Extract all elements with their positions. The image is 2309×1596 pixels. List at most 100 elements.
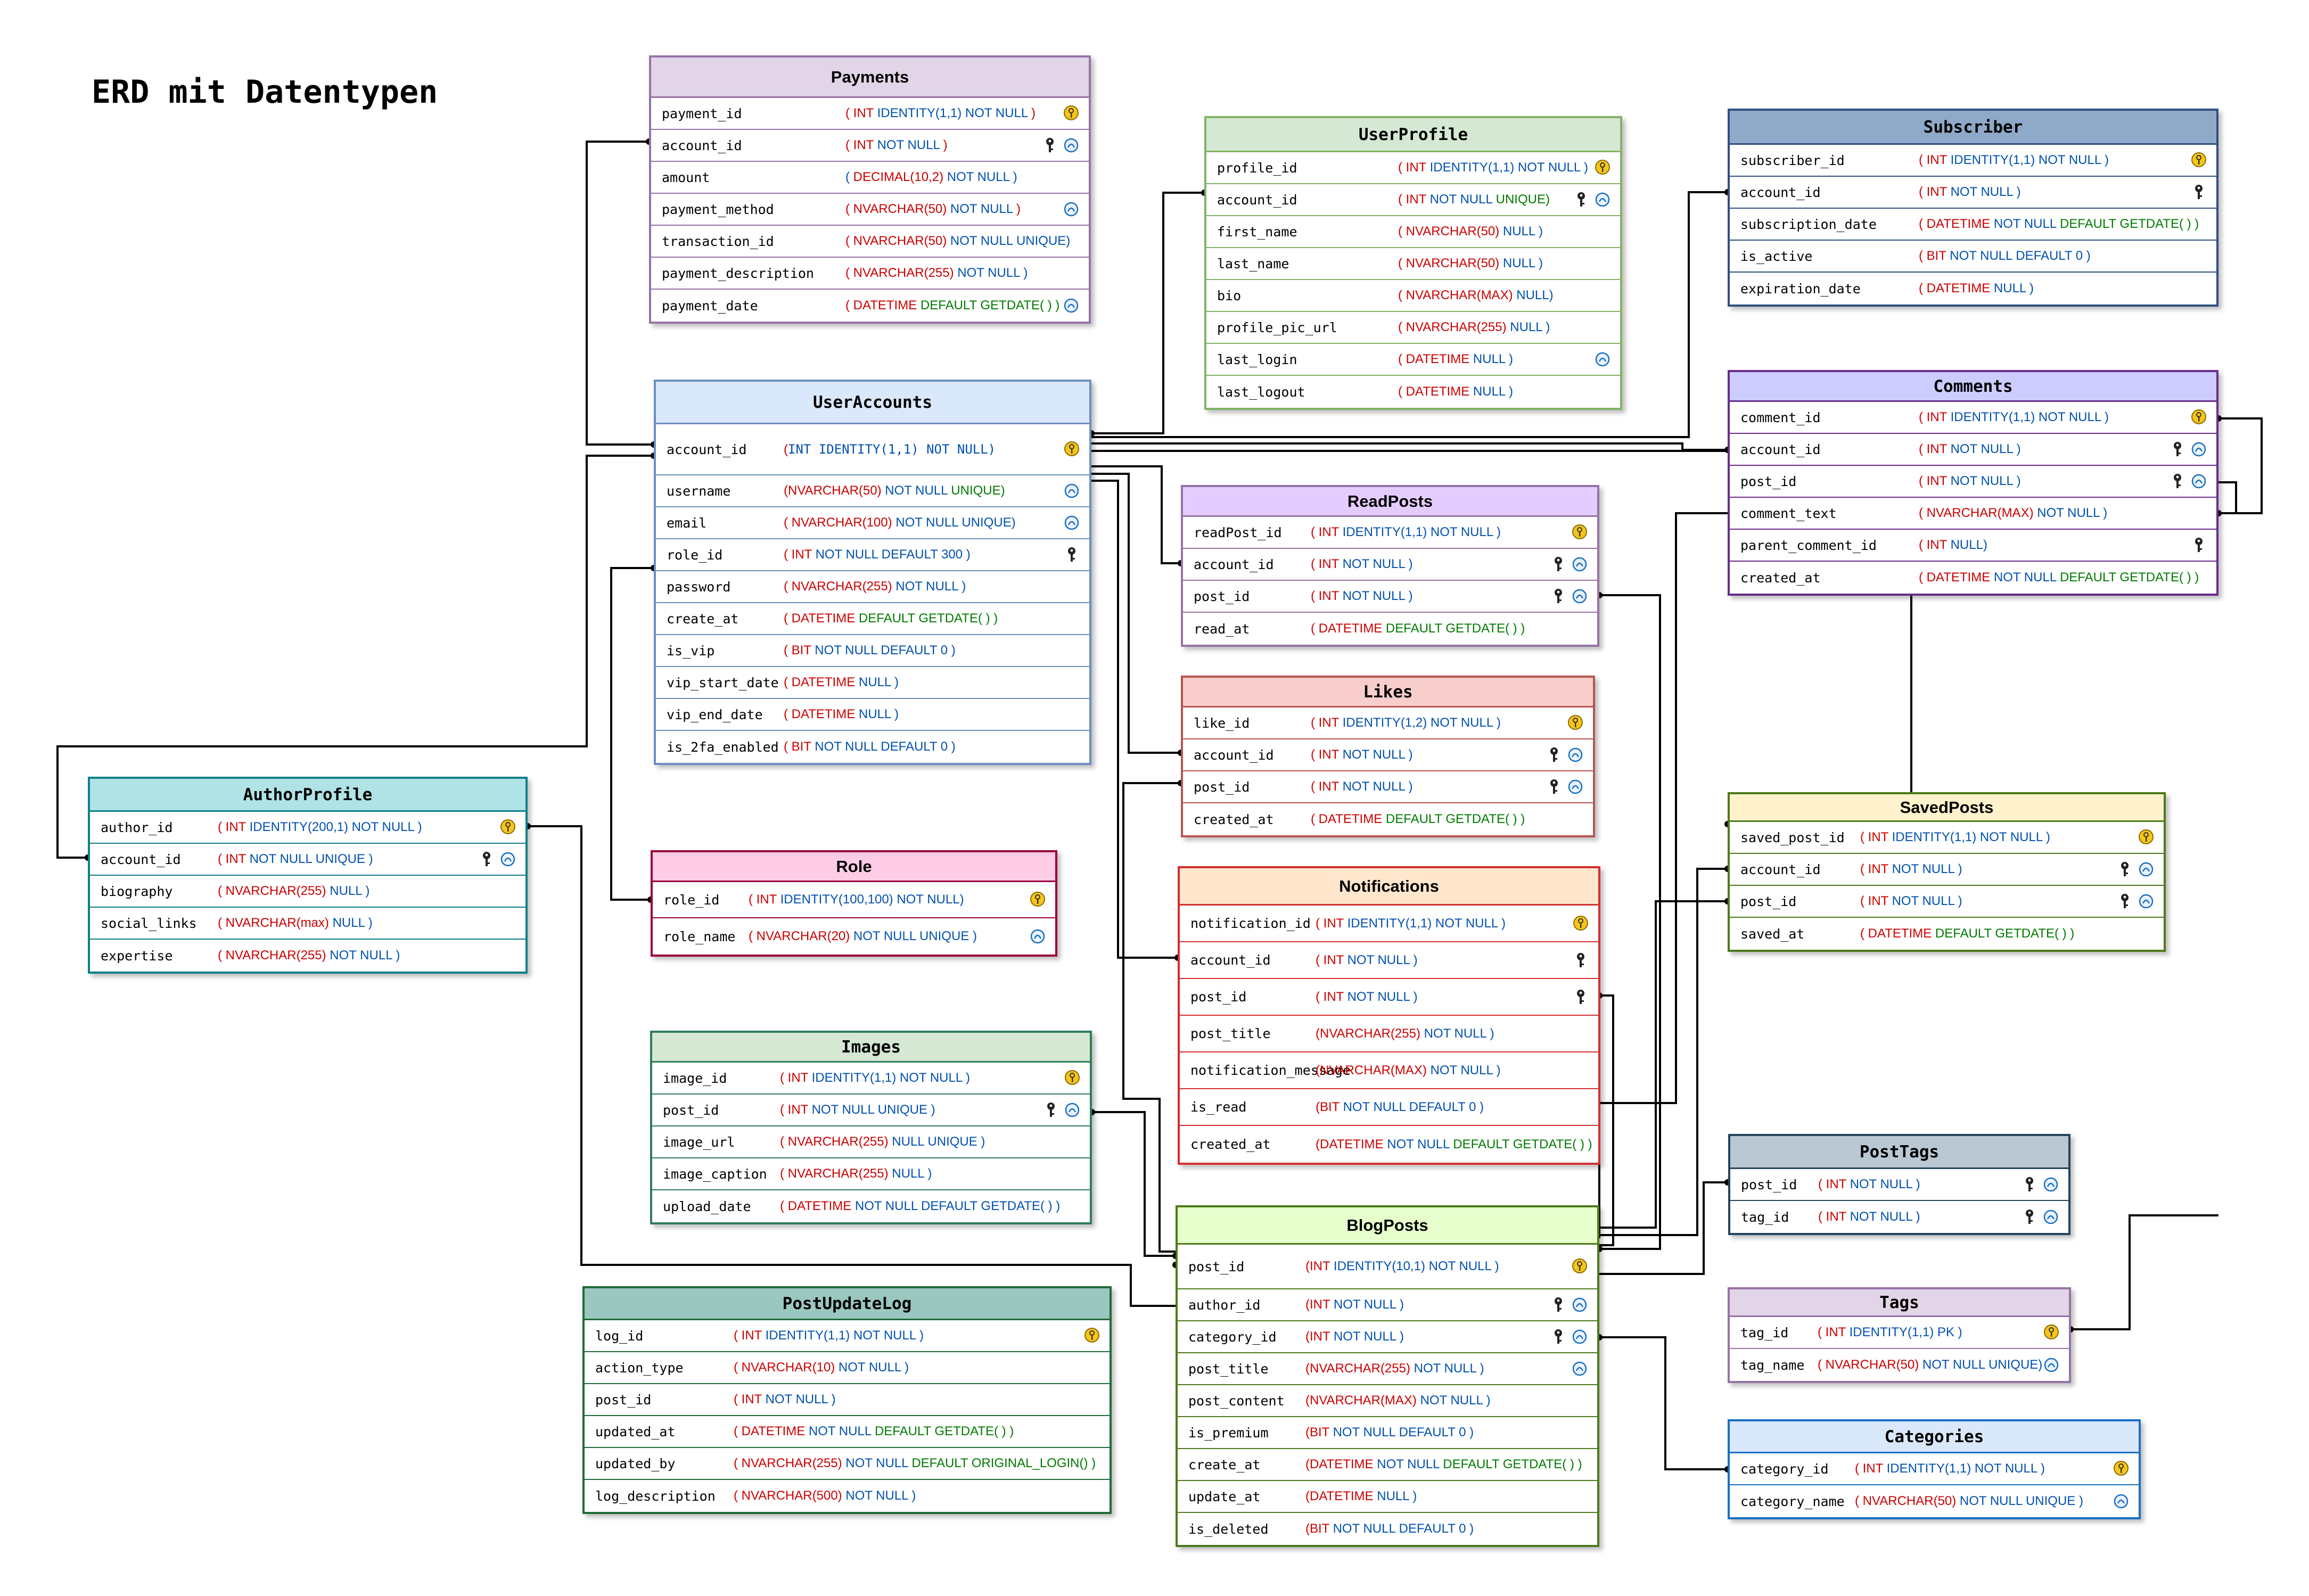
table-row[interactable]: category_id(INT NOT NULL ) bbox=[1178, 1321, 1597, 1353]
table-row[interactable]: account_id( INT NOT NULL ) bbox=[651, 130, 1089, 162]
table-row[interactable]: account_id( INT NOT NULL ) bbox=[1730, 854, 2164, 886]
table-row[interactable]: image_caption( NVARCHAR(255) NULL ) bbox=[652, 1158, 1090, 1190]
table-row[interactable]: post_id( INT NOT NULL ) bbox=[1180, 979, 1598, 1016]
table-row[interactable]: post_id(INT IDENTITY(10,1) NOT NULL ) bbox=[1178, 1245, 1597, 1289]
table-row[interactable]: created_at( DATETIME DEFAULT GETDATE( ) … bbox=[1183, 803, 1593, 835]
table-row[interactable]: post_id( INT NOT NULL ) bbox=[1730, 886, 2164, 918]
table-row[interactable]: log_id( INT IDENTITY(1,1) NOT NULL ) bbox=[585, 1320, 1110, 1352]
table-row[interactable]: account_id(INT IDENTITY(1,1) NOT NULL) bbox=[656, 424, 1089, 475]
table-row[interactable]: first_name( NVARCHAR(50) NULL ) bbox=[1206, 216, 1620, 248]
table-row[interactable]: last_logout( DATETIME NULL ) bbox=[1206, 376, 1620, 408]
table-row[interactable]: username(NVARCHAR(50) NOT NULL UNIQUE) bbox=[656, 475, 1089, 507]
table-row[interactable]: post_title(NVARCHAR(255) NOT NULL ) bbox=[1178, 1353, 1597, 1385]
table-row[interactable]: is_2fa_enabled( BIT NOT NULL DEFAULT 0 ) bbox=[656, 731, 1089, 763]
table-row[interactable]: payment_date( DATETIME DEFAULT GETDATE( … bbox=[651, 290, 1089, 322]
table-row[interactable]: category_name( NVARCHAR(50) NOT NULL UNI… bbox=[1730, 1485, 2139, 1517]
table-row[interactable]: account_id( INT NOT NULL UNIQUE) bbox=[1206, 184, 1620, 216]
table-row[interactable]: log_description( NVARCHAR(500) NOT NULL … bbox=[585, 1480, 1110, 1512]
table-row[interactable]: update_at(DATETIME NULL ) bbox=[1178, 1481, 1597, 1513]
table-header[interactable]: Subscriber bbox=[1730, 111, 2216, 145]
table-row[interactable]: like_id( INT IDENTITY(1,2) NOT NULL ) bbox=[1183, 707, 1593, 739]
table-row[interactable]: last_login( DATETIME NULL ) bbox=[1206, 344, 1620, 376]
table-row[interactable]: is_vip( BIT NOT NULL DEFAULT 0 ) bbox=[656, 635, 1089, 667]
table-row[interactable]: password( NVARCHAR(255) NOT NULL ) bbox=[656, 571, 1089, 603]
table-row[interactable]: transaction_id( NVARCHAR(50) NOT NULL UN… bbox=[651, 226, 1089, 258]
table-row[interactable]: post_id( INT NOT NULL ) bbox=[585, 1384, 1110, 1416]
table-row[interactable]: post_title(NVARCHAR(255) NOT NULL ) bbox=[1180, 1016, 1598, 1052]
table-row[interactable]: create_at( DATETIME DEFAULT GETDATE( ) ) bbox=[656, 603, 1089, 635]
table-row[interactable]: payment_id( INT IDENTITY(1,1) NOT NULL ) bbox=[651, 98, 1089, 130]
table-row[interactable]: last_name( NVARCHAR(50) NULL ) bbox=[1206, 248, 1620, 280]
table-row[interactable]: expertise( NVARCHAR(255) NOT NULL ) bbox=[90, 940, 525, 972]
table-header[interactable]: Likes bbox=[1183, 678, 1593, 707]
table-row[interactable]: created_at(DATETIME NOT NULL DEFAULT GET… bbox=[1180, 1126, 1598, 1163]
table-row[interactable]: saved_at( DATETIME DEFAULT GETDATE( ) ) bbox=[1730, 918, 2164, 950]
table-header[interactable]: PostTags bbox=[1730, 1136, 2068, 1169]
table-row[interactable]: category_id( INT IDENTITY(1,1) NOT NULL … bbox=[1730, 1453, 2139, 1485]
table-row[interactable]: post_id( INT NOT NULL ) bbox=[1183, 771, 1593, 803]
table-row[interactable]: comment_text( NVARCHAR(MAX) NOT NULL ) bbox=[1730, 498, 2216, 530]
table-header[interactable]: Images bbox=[652, 1033, 1090, 1063]
table-row[interactable]: tag_id( INT NOT NULL ) bbox=[1730, 1201, 2068, 1233]
table-row[interactable]: notification_message(NVARCHAR(MAX) NOT N… bbox=[1180, 1052, 1598, 1089]
table-row[interactable]: post_id( INT NOT NULL UNIQUE ) bbox=[652, 1095, 1090, 1126]
table-header[interactable]: UserProfile bbox=[1206, 118, 1620, 152]
table-row[interactable]: is_active( BIT NOT NULL DEFAULT 0 ) bbox=[1730, 241, 2216, 273]
table-row[interactable]: is_deleted(BIT NOT NULL DEFAULT 0 ) bbox=[1178, 1513, 1597, 1545]
table-row[interactable]: comment_id( INT IDENTITY(1,1) NOT NULL ) bbox=[1730, 402, 2216, 434]
table-row[interactable]: role_id( INT IDENTITY(100,100) NOT NULL) bbox=[653, 882, 1055, 918]
table-header[interactable]: Role bbox=[653, 852, 1055, 882]
table-row[interactable]: action_type( NVARCHAR(10) NOT NULL ) bbox=[585, 1352, 1110, 1384]
table-row[interactable]: image_id( INT IDENTITY(1,1) NOT NULL ) bbox=[652, 1063, 1090, 1095]
table-row[interactable]: account_id( INT NOT NULL ) bbox=[1730, 177, 2216, 209]
table-row[interactable]: vip_start_date( DATETIME NULL ) bbox=[656, 667, 1089, 699]
table-header[interactable]: Payments bbox=[651, 57, 1089, 98]
table-header[interactable]: AuthorProfile bbox=[90, 779, 525, 812]
table-header[interactable]: Comments bbox=[1730, 372, 2216, 402]
table-row[interactable]: amount( DECIMAL(10,2) NOT NULL ) bbox=[651, 162, 1089, 194]
table-row[interactable]: profile_pic_url( NVARCHAR(255) NULL ) bbox=[1206, 312, 1620, 344]
table-row[interactable]: read_at( DATETIME DEFAULT GETDATE( ) ) bbox=[1183, 613, 1597, 645]
table-row[interactable]: bio( NVARCHAR(MAX) NULL) bbox=[1206, 280, 1620, 312]
table-row[interactable]: create_at(DATETIME NOT NULL DEFAULT GETD… bbox=[1178, 1449, 1597, 1481]
table-row[interactable]: account_id( INT NOT NULL UNIQUE ) bbox=[90, 844, 525, 876]
table-row[interactable]: is_read(BIT NOT NULL DEFAULT 0 ) bbox=[1180, 1089, 1598, 1126]
table-row[interactable]: account_id( INT NOT NULL ) bbox=[1183, 739, 1593, 771]
table-row[interactable]: biography( NVARCHAR(255) NULL ) bbox=[90, 876, 525, 908]
table-row[interactable]: expiration_date( DATETIME NULL ) bbox=[1730, 273, 2216, 305]
table-row[interactable]: saved_post_id( INT IDENTITY(1,1) NOT NUL… bbox=[1730, 822, 2164, 854]
table-row[interactable]: post_id( INT NOT NULL ) bbox=[1730, 466, 2216, 498]
table-row[interactable]: tag_id( INT IDENTITY(1,1) PK ) bbox=[1730, 1317, 2069, 1349]
table-row[interactable]: created_at( DATETIME NOT NULL DEFAULT GE… bbox=[1730, 562, 2216, 594]
table-row[interactable]: account_id( INT NOT NULL ) bbox=[1183, 549, 1597, 581]
table-header[interactable]: PostUpdateLog bbox=[585, 1288, 1110, 1320]
table-row[interactable]: post_content(NVARCHAR(MAX) NOT NULL ) bbox=[1178, 1385, 1597, 1417]
table-row[interactable]: subscription_date( DATETIME NOT NULL DEF… bbox=[1730, 209, 2216, 241]
table-row[interactable]: parent_comment_id( INT NULL) bbox=[1730, 530, 2216, 562]
table-row[interactable]: readPost_id( INT IDENTITY(1,1) NOT NULL … bbox=[1183, 517, 1597, 549]
table-header[interactable]: Categories bbox=[1730, 1421, 2139, 1453]
table-row[interactable]: social_links( NVARCHAR(max) NULL ) bbox=[90, 908, 525, 940]
table-row[interactable]: vip_end_date( DATETIME NULL ) bbox=[656, 699, 1089, 731]
table-row[interactable]: updated_by( NVARCHAR(255) NOT NULL DEFAU… bbox=[585, 1448, 1110, 1480]
table-row[interactable]: post_id( INT NOT NULL ) bbox=[1730, 1169, 2068, 1201]
table-row[interactable]: account_id( INT NOT NULL ) bbox=[1180, 942, 1598, 979]
table-header[interactable]: Tags bbox=[1730, 1289, 2069, 1317]
table-row[interactable]: post_id( INT NOT NULL ) bbox=[1183, 581, 1597, 613]
table-row[interactable]: payment_description( NVARCHAR(255) NOT N… bbox=[651, 258, 1089, 290]
